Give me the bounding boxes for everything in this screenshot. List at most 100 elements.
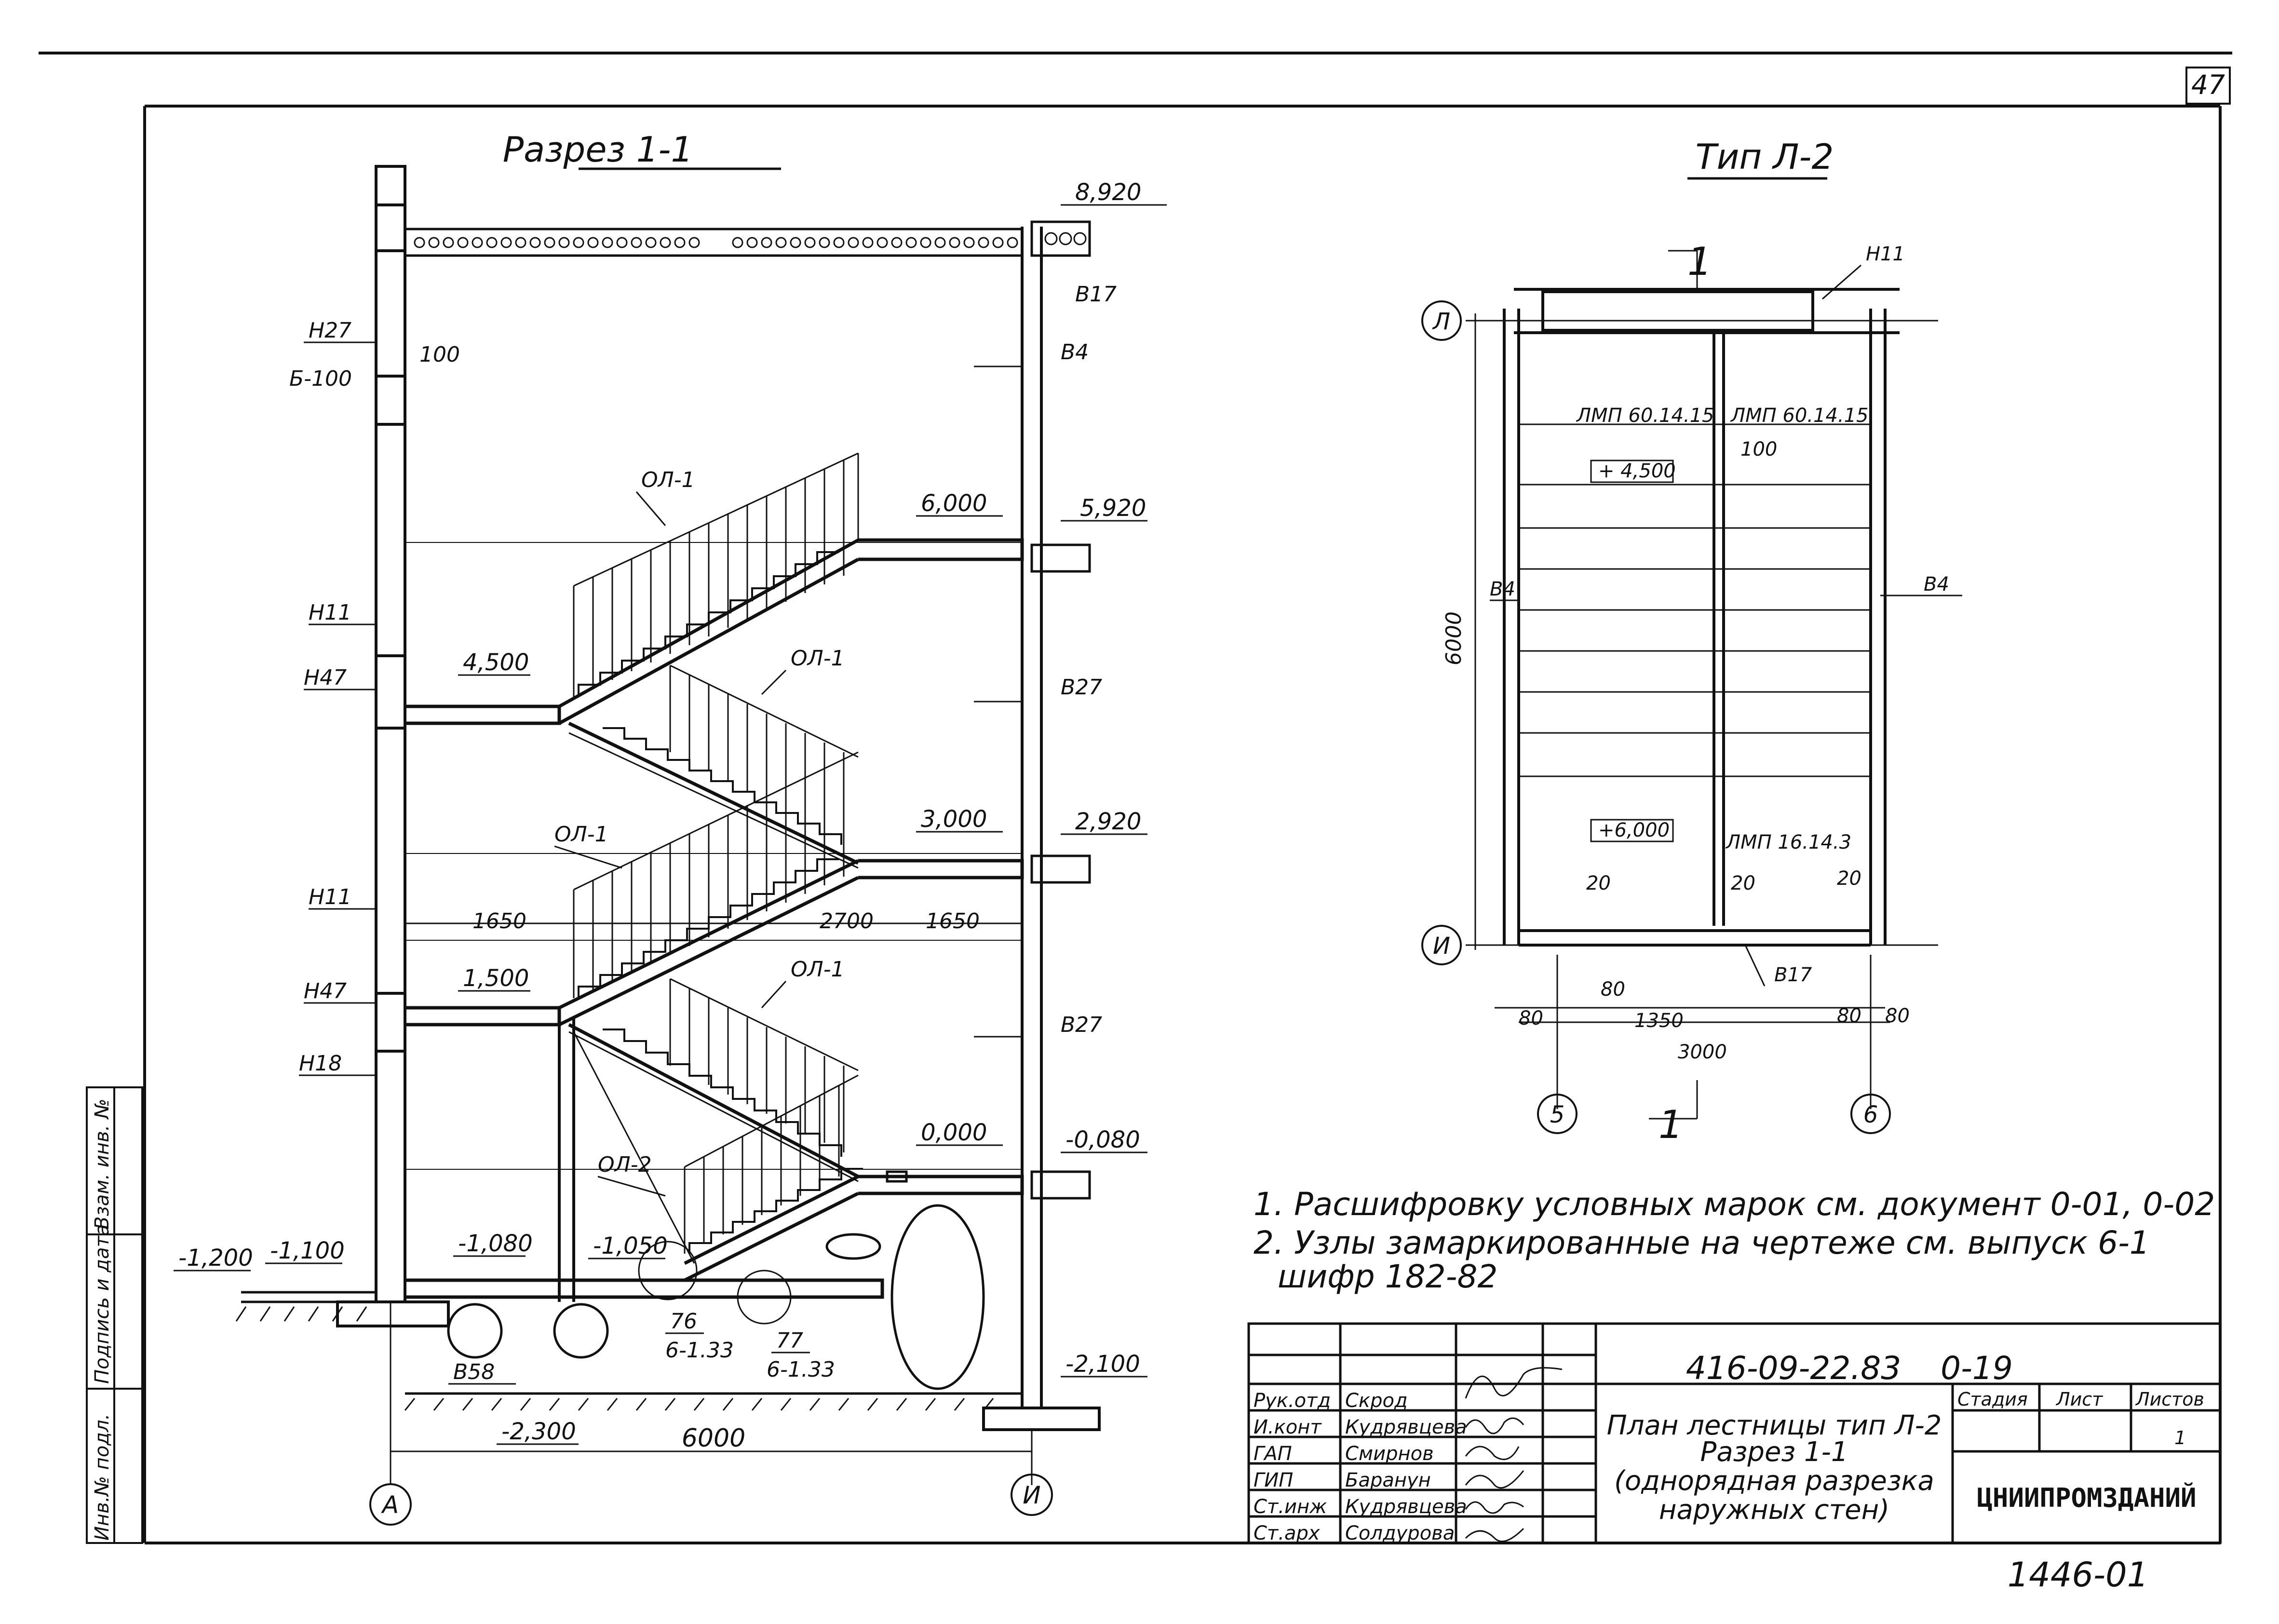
plan-dim-6000: 6000	[1442, 611, 1466, 665]
mark-0000: 0,000	[921, 1119, 987, 1146]
note-1: 1. Расшифровку условных марок см. докуме…	[1254, 1186, 2215, 1223]
axis-i-label: И	[1023, 1481, 1040, 1509]
label-b17: В17	[1075, 282, 1117, 307]
name-0: Скрод	[1345, 1390, 1408, 1412]
plan-label-lmp3: ЛМП 16.14.3	[1725, 831, 1851, 853]
tb-org: ЦНИИПРОМЗДАНИЙ	[1977, 1483, 2196, 1513]
mark-2300: -2,300	[501, 1418, 576, 1445]
plan-label-b4-right: В4	[1924, 573, 1949, 595]
label-b100: Б-100	[289, 366, 352, 391]
axis-6-bubble	[1850, 1094, 1891, 1134]
label-n27: Н27	[309, 318, 351, 343]
name-5: Солдурова	[1345, 1522, 1455, 1544]
label-b4: В4	[1061, 340, 1089, 365]
label-d1650-l: 1650	[472, 909, 526, 934]
plan-label-d80-b: 80	[1601, 978, 1625, 1001]
label-b58: В58	[453, 1360, 495, 1384]
notes: 1. Расшифровку условных марок см. докуме…	[1254, 1186, 2215, 1295]
label-ol1-low: ОЛ-1	[554, 822, 608, 847]
label-b27-top: В27	[1061, 675, 1102, 700]
plan-label-d80-c: 80	[1837, 1005, 1861, 1027]
tb-title-1: План лестницы тип Л-2	[1607, 1410, 1942, 1441]
section-1-1: Разрез 1-1	[174, 129, 1167, 1526]
plan-cut-top: 1	[1687, 239, 1712, 284]
label-ol1-top: ОЛ-1	[641, 468, 695, 492]
label-h18: Н18	[299, 1051, 342, 1076]
axis-l-label: Л	[1432, 308, 1450, 335]
label-ol1-bottom: ОЛ-1	[791, 957, 845, 982]
label-d1650-r: 1650	[926, 909, 980, 934]
mark-8920: 8,920	[1075, 179, 1141, 206]
axis-i-plan-label: И	[1433, 933, 1450, 960]
tb-title-2: Разрез 1-1	[1700, 1436, 1848, 1468]
title-block	[1247, 1322, 2222, 1544]
note-2: 2. Узлы замаркированные на чертеже см. в…	[1254, 1224, 2150, 1261]
role-1: И.конт	[1254, 1416, 1322, 1438]
mark-1100: -1,100	[270, 1237, 345, 1264]
dim-6000: 6000	[682, 1424, 745, 1453]
label-ol1-mid: ОЛ-1	[791, 646, 845, 671]
mark-4500: 4,500	[463, 649, 529, 676]
plan-cut-bottom: 1	[1659, 1102, 1683, 1147]
tb-stage-label: Стадия	[1957, 1389, 2028, 1410]
section-title: Разрез 1-1	[503, 129, 693, 170]
side-stamp	[86, 1086, 143, 1544]
axis-l-bubble	[1421, 300, 1462, 341]
plan-label-d20-b: 20	[1731, 872, 1755, 894]
label-n76: 76	[670, 1309, 697, 1334]
axis-6-label: 6	[1863, 1101, 1878, 1128]
tb-title-4: наружных стен)	[1659, 1494, 1889, 1526]
signatures	[1465, 1367, 1563, 1543]
plan-label-d20-c: 20	[1837, 867, 1861, 890]
name-3: Баранун	[1345, 1469, 1431, 1491]
label-h11-top: Н11	[309, 600, 351, 625]
plan-label-mark1: + 4,500	[1598, 460, 1676, 482]
doc-code: 416-09-22.83	[1686, 1350, 1901, 1387]
label-ref76: 6-1.33	[665, 1338, 734, 1363]
label-ol2: ОЛ-2	[598, 1152, 652, 1177]
plan-title: Тип Л-2	[1696, 136, 1834, 177]
archive-number: 1446-01	[2008, 1555, 2148, 1595]
label-n77: 77	[776, 1328, 803, 1353]
plan-label-lmp1: ЛМП 60.14.15	[1576, 405, 1714, 427]
tb-sheet-label: Лист	[2055, 1389, 2104, 1410]
label-ref77: 6-1.33	[767, 1357, 835, 1382]
tb-title-3: (однорядная разрезка	[1614, 1465, 1934, 1497]
plan-label-d100: 100	[1740, 438, 1777, 460]
axis-i-plan-bubble	[1421, 925, 1462, 965]
name-1: Кудрявцева	[1345, 1416, 1467, 1438]
name-4: Кудрявцева	[1345, 1496, 1467, 1518]
tb-sheets-label: Листов	[2135, 1389, 2204, 1410]
axis-5-label: 5	[1550, 1101, 1565, 1128]
mark-0080: -0,080	[1065, 1126, 1140, 1153]
sheet-code: 0-19	[1941, 1350, 2013, 1387]
side-stamp-sign: Подпись и дата	[91, 1224, 113, 1384]
role-2: ГАП	[1254, 1443, 1292, 1465]
plan-label-lmp2: ЛМП 60.14.15	[1730, 405, 1869, 427]
mark-3000: 3,000	[921, 806, 987, 833]
mark-2100: -2,100	[1065, 1351, 1140, 1378]
label-d100: 100	[419, 342, 460, 367]
tb-sheets-value: 1	[2174, 1427, 2186, 1448]
plan-label-d20-a: 20	[1586, 872, 1611, 894]
axis-a-bubble	[369, 1483, 412, 1526]
axis-a-label: А	[381, 1491, 399, 1519]
mark-1200: -1,200	[178, 1245, 253, 1272]
label-h47-top: Н47	[304, 665, 347, 690]
plan-label-d80-d: 80	[1885, 1005, 1910, 1027]
note-3: шифр 182-82	[1278, 1258, 1497, 1295]
plan-label-d3000: 3000	[1678, 1041, 1727, 1063]
plan-l2: Тип Л-2	[1421, 136, 1962, 1147]
mark-1500: 1,500	[463, 965, 529, 992]
plan-label-d1350: 1350	[1634, 1010, 1684, 1032]
name-2: Смирнов	[1345, 1443, 1434, 1465]
sheet-number: 47	[2191, 69, 2225, 100]
role-5: Ст.арх	[1254, 1522, 1320, 1544]
plan-label-d80-a: 80	[1519, 1007, 1543, 1029]
label-h11-low: Н11	[309, 885, 351, 909]
mark-1050: -1,050	[593, 1232, 668, 1259]
label-d2700: 2700	[820, 909, 874, 934]
sheet-frame	[39, 52, 2232, 1544]
mark-6000: 6,000	[921, 490, 987, 517]
